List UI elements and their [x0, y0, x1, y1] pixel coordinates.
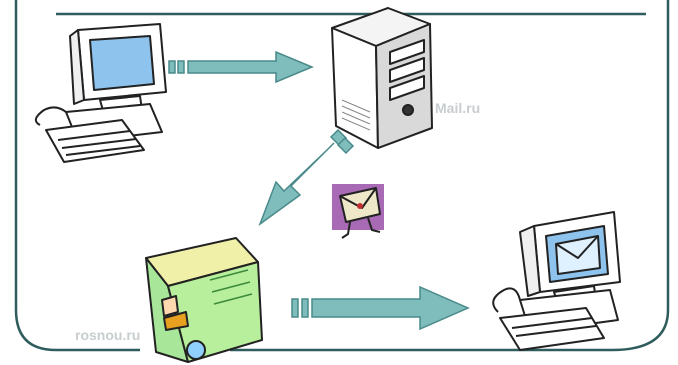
- recipient-computer-icon: [492, 211, 621, 351]
- recipient-server-icon: [145, 237, 263, 363]
- mail-ru-watermark: Mail.ru: [435, 100, 481, 116]
- arrow-recipient-server-to-computer: [291, 285, 470, 331]
- rosnou-watermark: rosnou.ru: [75, 327, 141, 343]
- sender-computer-icon: [34, 23, 167, 163]
- slide-frame: [14, 0, 670, 352]
- arrow-server-to-recipient-server: [258, 128, 355, 227]
- arrow-sender-to-server: [168, 50, 314, 84]
- mail-server-icon: [331, 7, 433, 149]
- envelope-icon: [332, 184, 384, 239]
